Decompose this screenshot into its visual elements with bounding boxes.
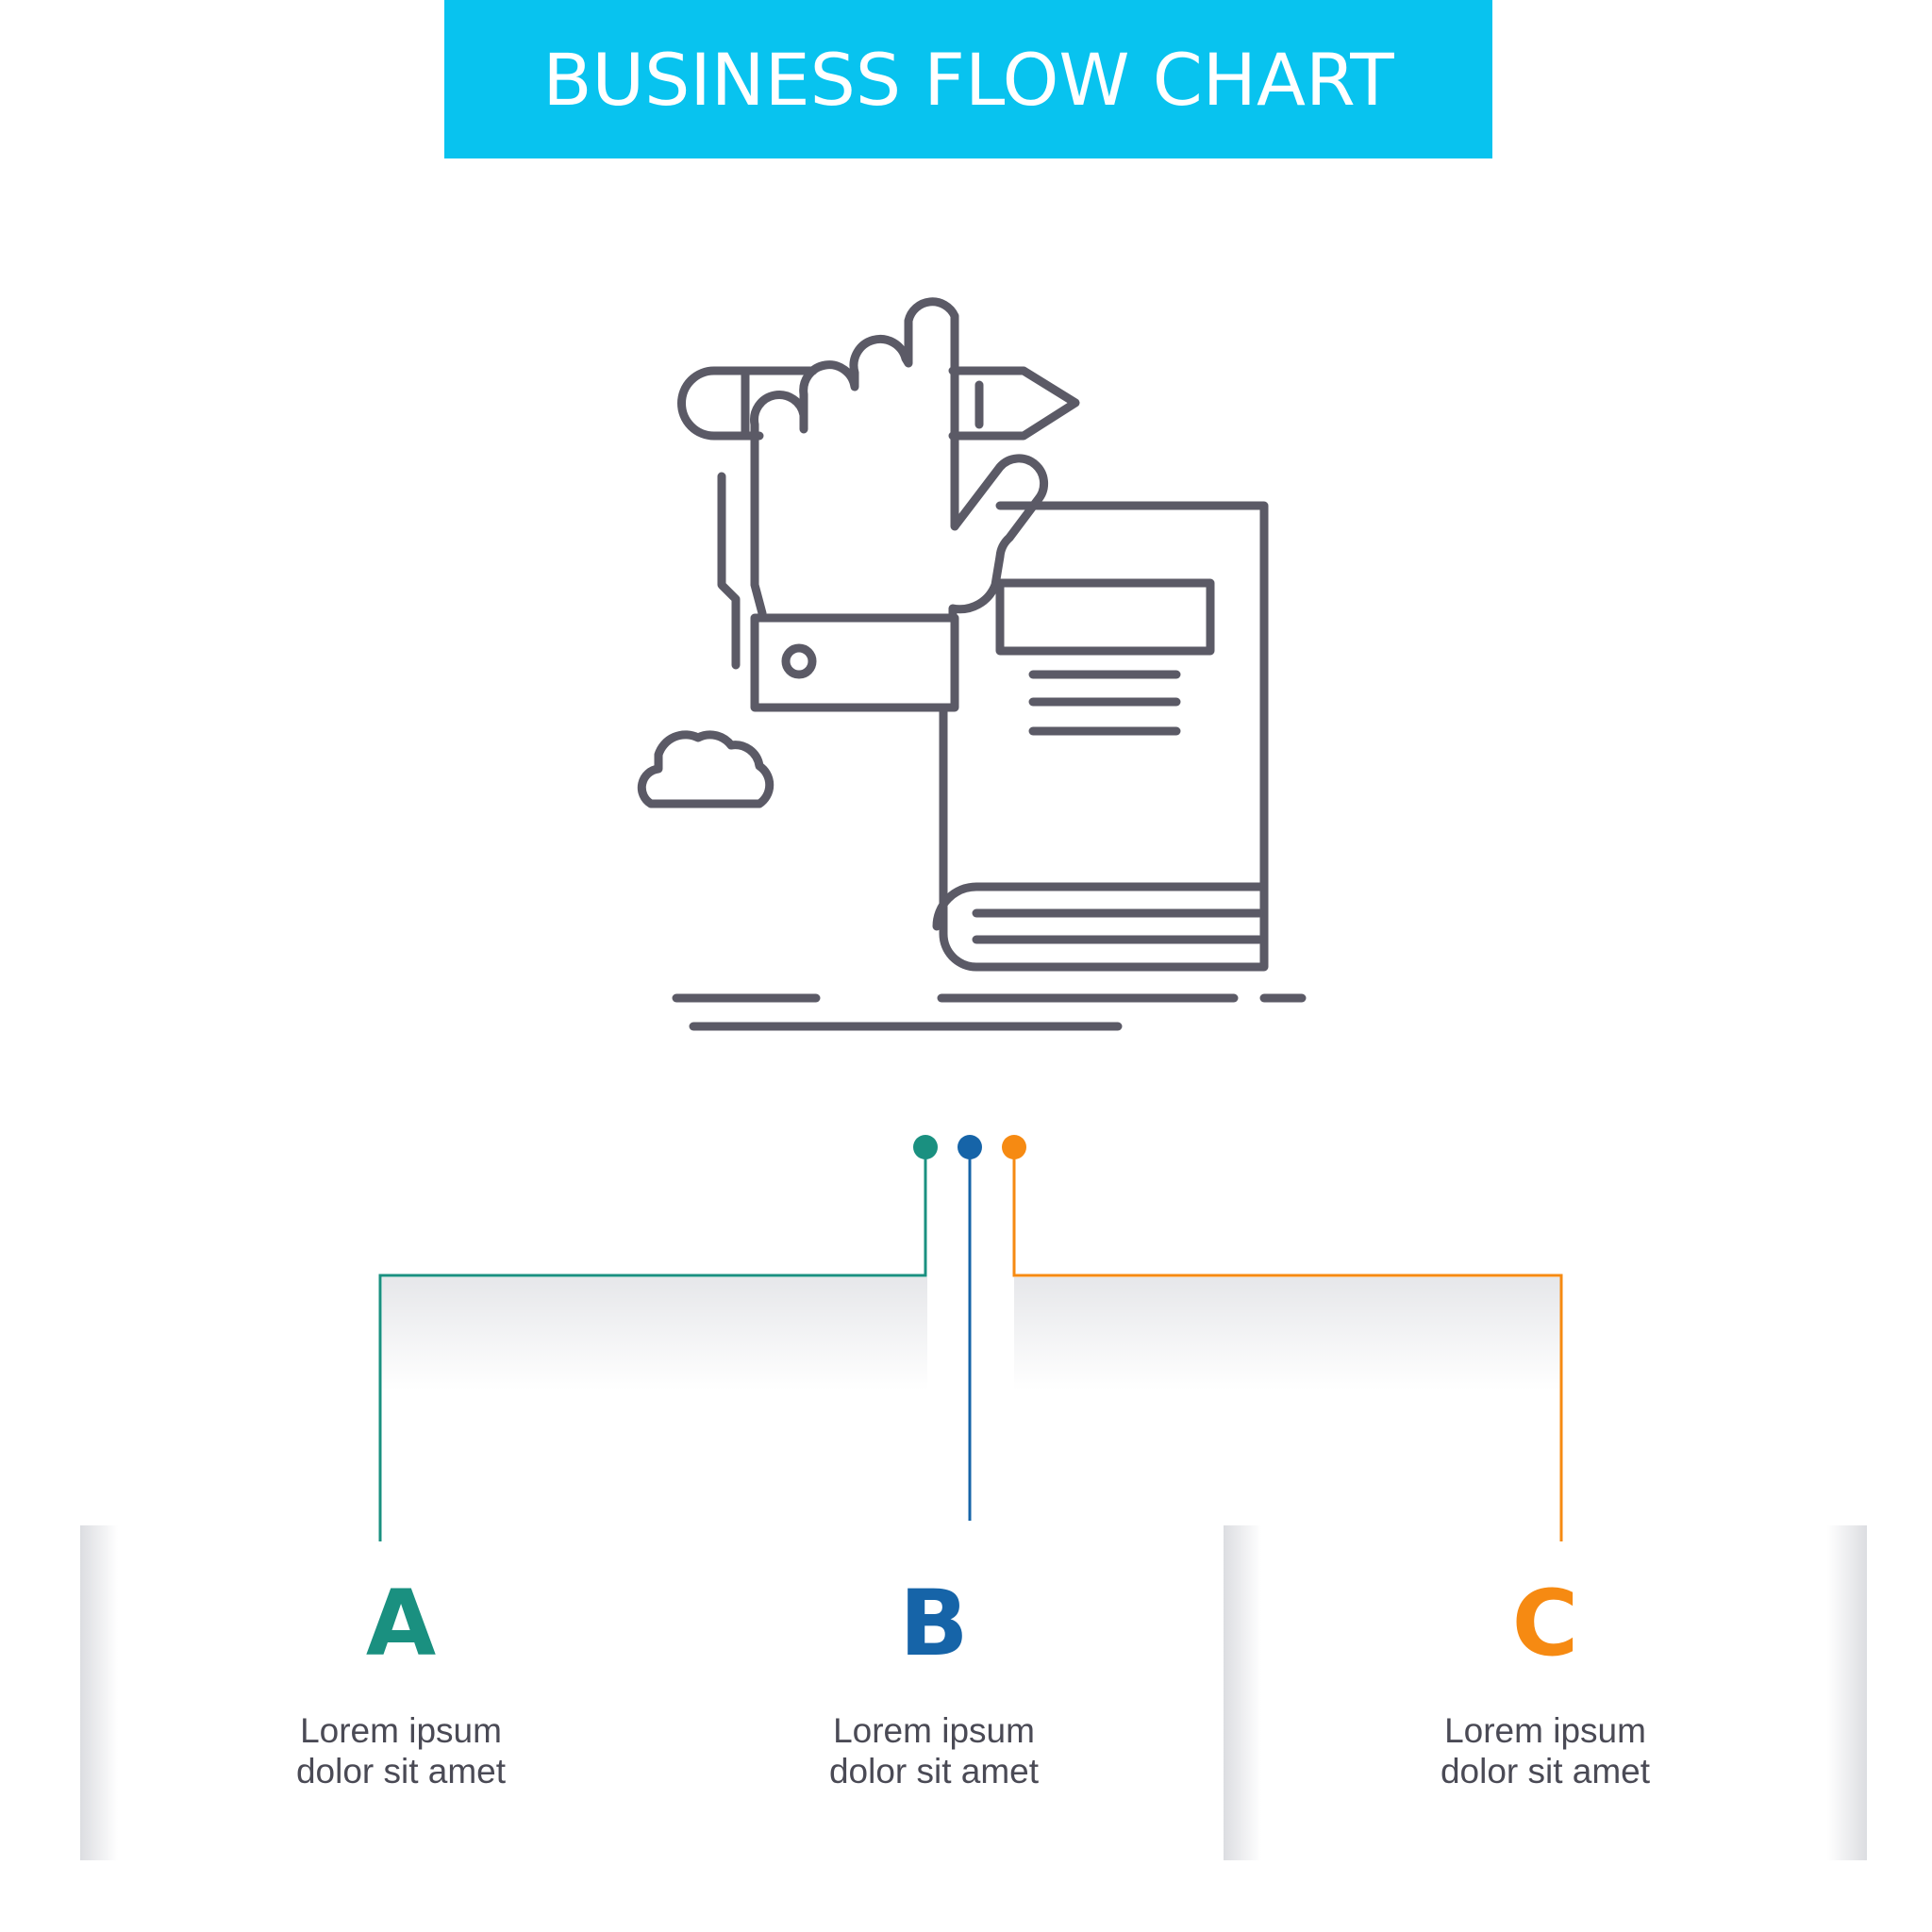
book-icon	[932, 501, 1269, 972]
page-title: BUSINESS FLOW CHART	[542, 37, 1394, 122]
cloud-icon	[637, 730, 774, 808]
shadow-right	[1014, 1277, 1561, 1391]
dot-c	[1002, 1135, 1026, 1159]
branch-text-c: Lorem ipsum dolor sit amet	[1440, 1711, 1651, 1790]
dot-a	[913, 1135, 938, 1159]
ground-lines	[672, 993, 1307, 1031]
hand-icon	[717, 297, 1049, 712]
branch-letter-b: B	[899, 1571, 969, 1676]
branch-text-a: Lorem ipsum dolor sit amet	[295, 1711, 507, 1790]
connector-c	[1012, 1155, 1563, 1541]
pencil-icon	[677, 366, 1080, 441]
branch-panel-b: B Lorem ipsum dolor sit amet	[641, 1525, 1226, 1860]
branch-letter-c: C	[1511, 1571, 1579, 1676]
branch-panel-c: C Lorem ipsum dolor sit amet	[1224, 1525, 1867, 1860]
branch-letter-a: A	[365, 1571, 437, 1676]
hand-pencil-book-icon	[637, 297, 1307, 1031]
connector-a	[378, 1155, 927, 1541]
header-banner: BUSINESS FLOW CHART	[444, 0, 1492, 158]
branch-text-b: Lorem ipsum dolor sit amet	[828, 1711, 1040, 1790]
dot-b	[958, 1135, 982, 1159]
shadow-left	[382, 1277, 927, 1391]
